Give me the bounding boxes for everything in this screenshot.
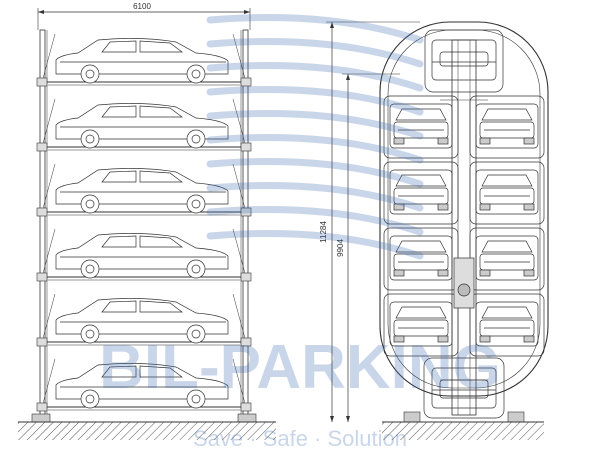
front-level	[36, 98, 252, 152]
front-level	[36, 293, 252, 347]
car-profile	[55, 233, 229, 279]
front-level	[36, 163, 252, 217]
height-inner-dim-label: 9904	[336, 239, 345, 257]
car-profile	[55, 298, 229, 344]
side-base	[382, 411, 544, 440]
side-pallet	[469, 293, 545, 357]
side-pallet	[469, 227, 545, 291]
front-view: 6100	[18, 2, 276, 440]
side-ground-hatch	[382, 422, 544, 440]
side-pallet	[383, 293, 459, 357]
drive-motor	[453, 257, 475, 309]
front-ground-hatch	[18, 422, 276, 440]
car-profile	[55, 103, 229, 149]
bottom-pallet	[423, 357, 505, 419]
top-pallet	[424, 29, 504, 93]
front-levels	[36, 33, 252, 412]
side-pallet	[383, 95, 459, 159]
car-profile	[55, 363, 229, 409]
height-total-dim-label: 11284	[319, 221, 328, 243]
watermark: BIL-PARKING Save · Safe · Solution	[99, 14, 501, 451]
rotation-loop-outer	[379, 21, 549, 397]
watermark-logo: BIL-PARKING	[99, 333, 501, 402]
side-pallet	[469, 161, 545, 225]
watermark-swoosh	[206, 14, 424, 260]
front-level	[36, 228, 252, 282]
width-dim-label: 6100	[133, 2, 151, 11]
watermark-tagline: Save · Safe · Solution	[193, 426, 407, 451]
height-dimensions: 11284 9904	[319, 21, 420, 422]
side-pallet	[383, 161, 459, 225]
width-dimension: 6100	[37, 2, 251, 30]
front-base	[18, 413, 276, 440]
car-profile	[55, 38, 229, 84]
car-profile	[55, 168, 229, 214]
side-pallet	[469, 95, 545, 159]
front-level	[36, 358, 252, 412]
front-level	[36, 33, 252, 87]
side-view	[379, 21, 549, 440]
